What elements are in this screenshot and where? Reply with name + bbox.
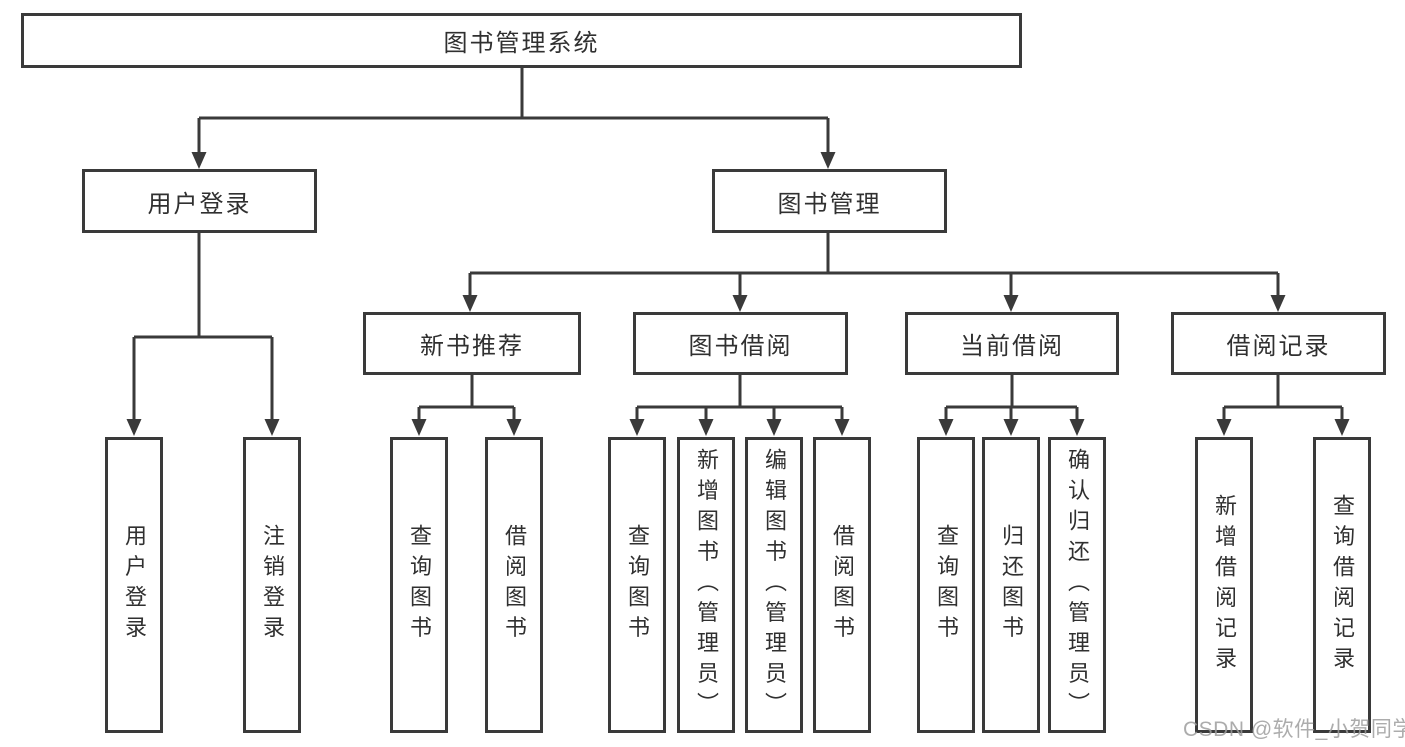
leaf-br-add-borrow-record: 新增借阅记录 [1195,437,1253,733]
leaf-user-login-label: 用户登录 [122,524,147,646]
node-root: 图书管理系统 [21,13,1022,68]
leaf-cb-query-books-label: 查询图书 [934,524,959,646]
leaf-cb-return-books: 归还图书 [982,437,1040,733]
leaf-br-add-borrow-record-label: 新增借阅记录 [1212,493,1237,677]
leaf-br-query-borrow-record: 查询借阅记录 [1313,437,1371,733]
node-new-book-recommend: 新书推荐 [363,312,581,375]
leaf-nb-borrow-books: 借阅图书 [485,437,543,733]
node-current-borrow-label: 当前借阅 [960,333,1064,360]
tree-edges [132,68,1344,419]
node-book-borrow: 图书借阅 [633,312,848,375]
leaf-bb-edit-books-admin: 编辑图书（管理员） [745,437,803,733]
node-borrow-record: 借阅记录 [1171,312,1386,375]
leaf-nb-borrow-books-label: 借阅图书 [502,524,527,646]
node-user-login: 用户登录 [82,169,317,233]
leaf-user-login: 用户登录 [105,437,163,733]
leaf-cb-query-books: 查询图书 [917,437,975,733]
leaf-bb-query-books: 查询图书 [608,437,666,733]
leaf-nb-query-books-label: 查询图书 [407,524,432,646]
leaf-bb-add-books-admin-label: 新增图书（管理员） [694,447,719,723]
leaf-br-query-borrow-record-label: 查询借阅记录 [1330,493,1355,677]
node-borrow-record-label: 借阅记录 [1226,333,1331,360]
leaf-nb-query-books: 查询图书 [390,437,448,733]
leaf-bb-borrow-books: 借阅图书 [813,437,871,733]
leaf-bb-borrow-books-label: 借阅图书 [830,524,855,646]
leaf-logout-login: 注销登录 [243,437,301,733]
node-book-management: 图书管理 [712,169,947,233]
leaf-logout-login-label: 注销登录 [260,524,285,646]
csdn-watermark: CSDN @软件_小贺同学 [1183,718,1405,741]
node-root-label: 图书管理系统 [443,30,600,57]
node-book-borrow-label: 图书借阅 [688,333,793,360]
leaf-cb-confirm-return-admin-label: 确认归还（管理员） [1065,447,1090,723]
node-current-borrow: 当前借阅 [905,312,1119,375]
leaf-cb-confirm-return-admin: 确认归还（管理员） [1048,437,1106,733]
leaf-bb-edit-books-admin-label: 编辑图书（管理员） [762,447,787,723]
leaf-bb-add-books-admin: 新增图书（管理员） [677,437,735,733]
node-user-login-label: 用户登录 [147,190,252,218]
node-book-management-label: 图书管理 [777,190,882,218]
node-new-book-recommend-label: 新书推荐 [420,333,524,360]
leaf-cb-return-books-label: 归还图书 [999,524,1024,646]
leaf-bb-query-books-label: 查询图书 [625,524,650,646]
